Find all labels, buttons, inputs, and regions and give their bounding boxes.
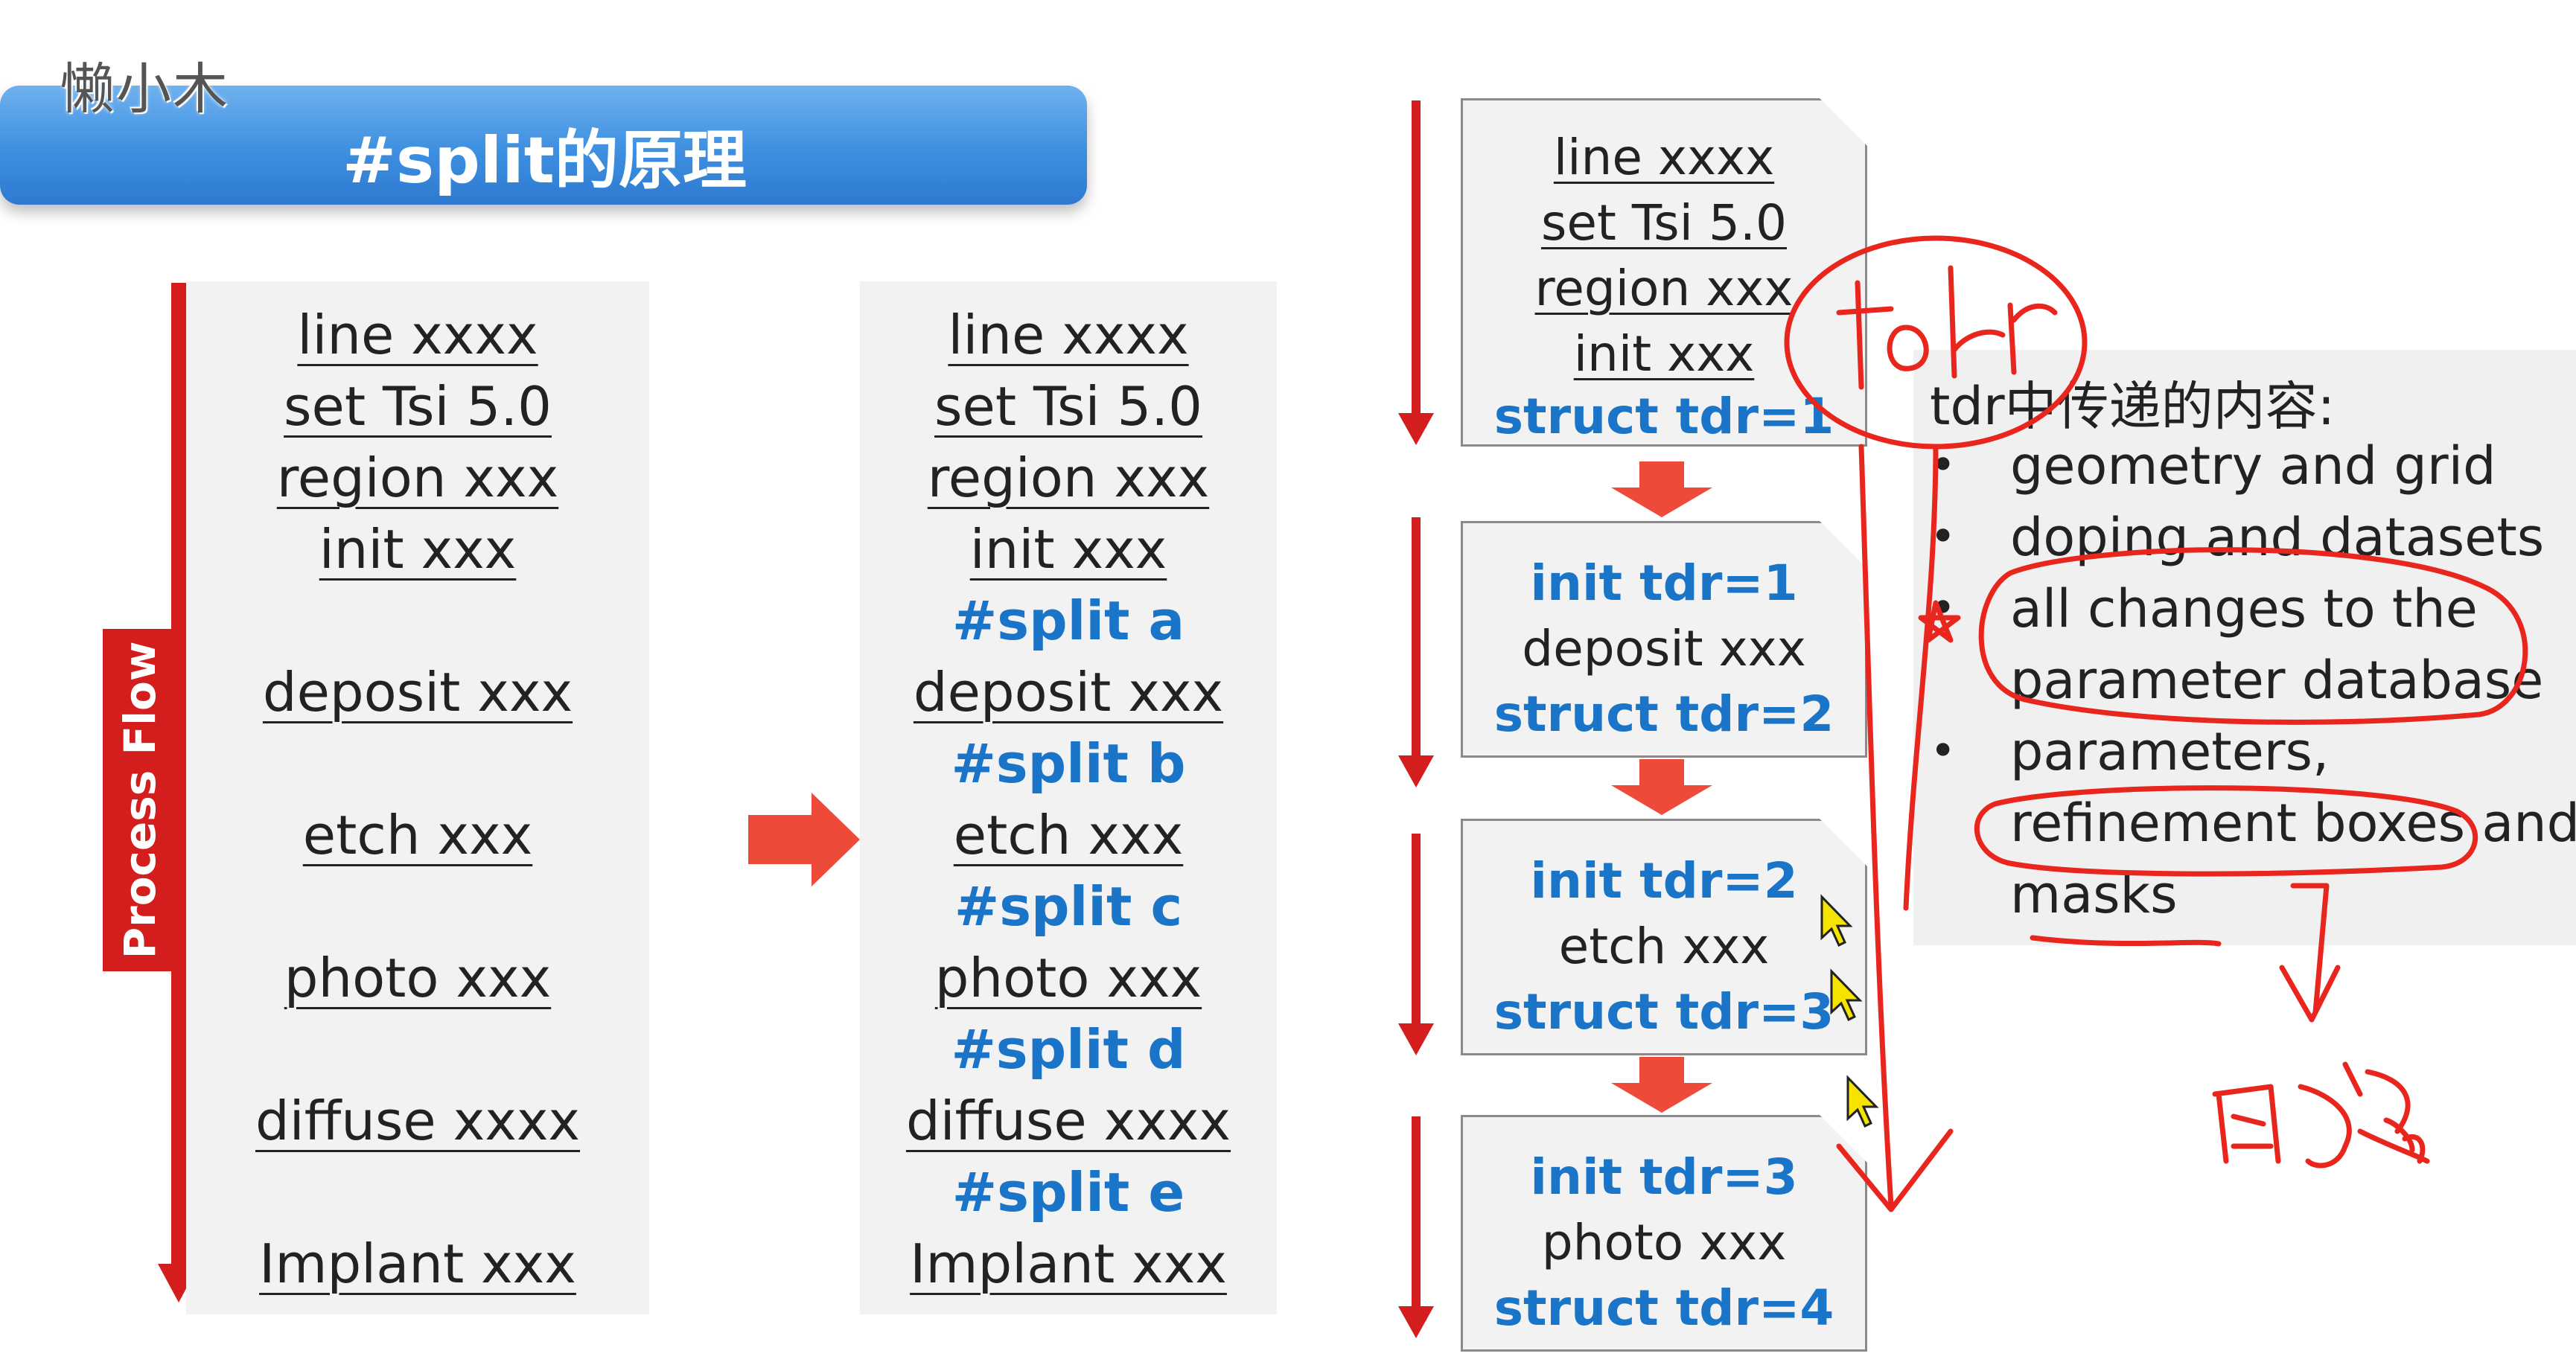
split-marker: #split e [951, 1161, 1185, 1224]
struct-tdr: struct tdr=1 [1493, 388, 1834, 445]
flow-line: etch xxx [302, 804, 533, 866]
step-line: line xxxx [1553, 129, 1775, 186]
init-tdr: init tdr=3 [1530, 1148, 1798, 1206]
bullet-icon: • [1930, 725, 1957, 777]
flow-line: set Tsi 5.0 [934, 375, 1202, 438]
tdr-info-item: parameters, [2010, 721, 2330, 782]
flow-line: Implant xxx [910, 1233, 1227, 1295]
flow-line: deposit xxx [913, 661, 1224, 723]
title-banner: #split的原理 [0, 86, 1087, 205]
bullet-icon: • [1930, 439, 1957, 491]
init-tdr: init tdr=1 [1530, 554, 1798, 612]
original-flow-panel: line xxxx set Tsi 5.0 region xxx init xx… [186, 281, 649, 1314]
step-box-1: line xxxx set Tsi 5.0 region xxx init xx… [1461, 98, 1867, 447]
flow-line: photo xxx [284, 947, 552, 1009]
split-marker: #split b [951, 732, 1186, 795]
down-arrow-icon [1398, 100, 1434, 445]
flow-line: diffuse xxxx [255, 1090, 581, 1152]
split-flow-panel: line xxxx set Tsi 5.0 region xxx init xx… [860, 281, 1277, 1314]
flow-line: init xxx [969, 518, 1167, 581]
step-command: deposit xxx [1522, 620, 1806, 677]
step-box-3: init tdr=2 etch xxx struct tdr=3 [1461, 819, 1867, 1055]
flow-line: Implant xxx [259, 1233, 576, 1295]
struct-tdr: struct tdr=2 [1493, 685, 1834, 743]
tdr-info-item: geometry and grid [2010, 435, 2496, 496]
step-line: region xxx [1534, 260, 1794, 317]
tdr-info-item: all changes to the [2010, 578, 2478, 639]
down-arrow-icon [1611, 759, 1712, 815]
process-flow-text: Process Flow [115, 641, 165, 959]
flow-line: etch xxx [953, 804, 1184, 866]
down-arrow-icon [1398, 517, 1434, 787]
flow-line: photo xxx [934, 947, 1202, 1009]
struct-tdr: struct tdr=4 [1493, 1279, 1834, 1337]
down-arrow-icon [1398, 834, 1434, 1055]
flow-line: deposit xxx [262, 661, 573, 723]
flow-line: line xxxx [948, 304, 1189, 366]
flow-line: region xxx [276, 447, 559, 509]
flow-line: diffuse xxxx [905, 1090, 1231, 1152]
watermark: 懒小木 [60, 57, 229, 121]
tdr-info-item: parameter database [2010, 650, 2544, 711]
flow-line: line xxxx [297, 304, 538, 366]
tdr-info-item: doping and datasets [2010, 507, 2545, 568]
bullet-icon: • [1930, 582, 1957, 634]
flow-line: region xxx [927, 447, 1210, 509]
step-line: set Tsi 5.0 [1541, 194, 1787, 252]
right-arrow-icon [748, 793, 860, 886]
bullet-icon: • [1930, 511, 1957, 563]
flow-line: init xxx [319, 518, 517, 581]
split-marker: #split d [951, 1018, 1186, 1081]
split-marker: #split c [954, 875, 1183, 938]
struct-tdr: struct tdr=3 [1493, 983, 1834, 1041]
step-line: init xxx [1573, 325, 1755, 383]
page-title: #split的原理 [342, 124, 747, 198]
split-marker: #split a [951, 589, 1185, 652]
down-arrow-icon [1398, 1116, 1434, 1338]
step-box-2: init tdr=1 deposit xxx struct tdr=2 [1461, 521, 1867, 758]
flow-line: set Tsi 5.0 [284, 375, 552, 438]
down-arrow-icon [1611, 461, 1712, 517]
tdr-info-item: masks [2010, 864, 2178, 925]
tdr-info-item: refinement boxes and [2010, 793, 2576, 854]
step-command: etch xxx [1558, 918, 1770, 975]
step-box-4: init tdr=3 photo xxx struct tdr=4 [1461, 1115, 1867, 1352]
init-tdr: init tdr=2 [1530, 852, 1798, 910]
down-arrow-icon [1611, 1057, 1712, 1113]
step-command: photo xxx [1541, 1214, 1787, 1271]
tdr-info-heading: tdr中传递的内容: [1930, 376, 2336, 437]
process-flow-label: Process Flow [103, 629, 177, 971]
